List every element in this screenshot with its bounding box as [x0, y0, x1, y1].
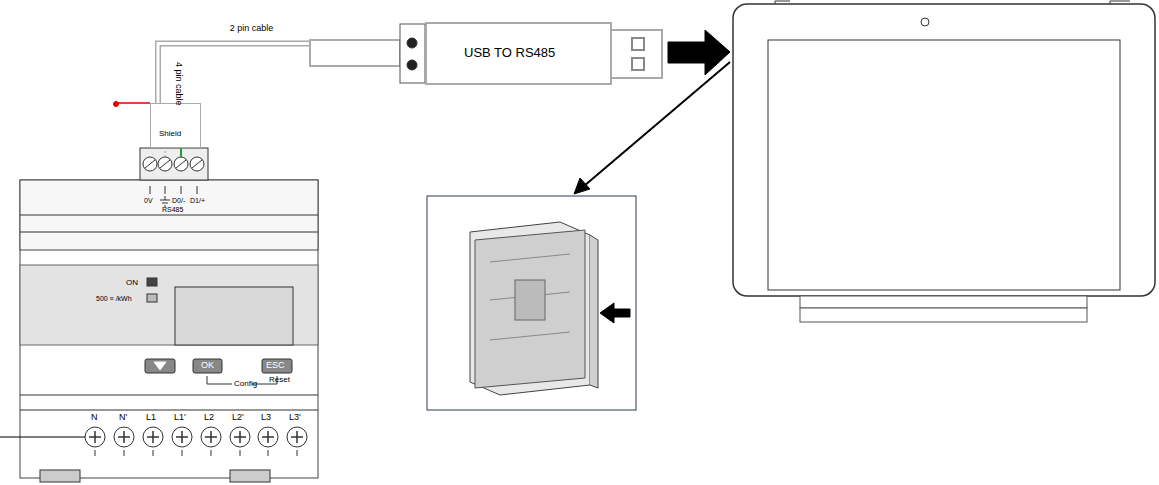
terminal-label: L1' [174, 413, 186, 422]
button-text: OK [201, 361, 214, 370]
shield-box: Shield [150, 103, 201, 148]
button-group-label: Reset [269, 376, 290, 384]
terminal-label: L2 [204, 413, 214, 422]
node-text: Shield [159, 130, 200, 138]
terminal-label: L3 [261, 413, 271, 422]
button-group-label: Config [234, 380, 257, 388]
terminal-label: L1 [146, 413, 156, 422]
pin-label: D0/- [172, 197, 185, 204]
pin-label: 0V [144, 197, 153, 204]
terminal-label: N [91, 413, 98, 422]
terminal-label: L3' [289, 413, 301, 422]
cable-label: 2 pin cable [230, 24, 274, 33]
terminal-label: N' [119, 413, 127, 422]
terminal-label: L2' [232, 413, 244, 422]
pin-label: D1/+ [190, 197, 205, 204]
led-label: 500 ≡ /kWh [96, 295, 132, 302]
button-text: ESC [266, 361, 285, 370]
led-label: ON [126, 279, 138, 287]
bus-label: RS485 [162, 206, 183, 213]
cable-label: 4 pin cable [174, 62, 183, 106]
usb-adapter-box: USB TO RS485 [425, 22, 612, 85]
node-text: USB TO RS485 [464, 46, 610, 59]
